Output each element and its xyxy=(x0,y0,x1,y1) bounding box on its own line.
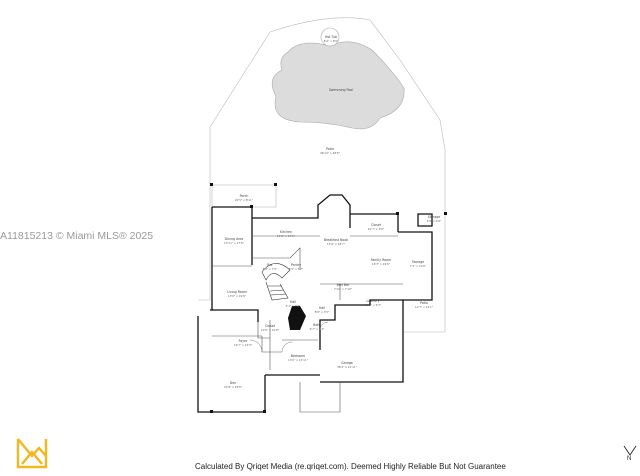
room-dim-family: 16'3" x 19'6" xyxy=(372,262,391,266)
room-dim-dining: 13'11" x 17'8" xyxy=(224,241,245,245)
room-label-den: Den xyxy=(230,381,236,385)
room-dim-patio: 48'10" x 48'8" xyxy=(320,151,341,155)
mls-watermark: A11815213 © Miami MLS® 2025 xyxy=(0,230,154,242)
room-dim-storage-right: 7'2" x 10'0" xyxy=(410,264,427,268)
staircase xyxy=(261,263,291,301)
qriqet-logo-icon xyxy=(16,438,48,469)
swimming-pool xyxy=(271,41,405,130)
room-label-pantry: Pantry xyxy=(291,263,301,267)
room-label-patio: Patio xyxy=(326,147,334,151)
footer-credit: Calculated By Qriqet Media (re.qriqet.co… xyxy=(195,462,506,471)
room-label-hall: Hall xyxy=(290,300,296,304)
room-label-storage-top: Storage xyxy=(428,215,441,219)
room-dim-living: 13'0" x 19'8" xyxy=(228,294,247,298)
room-dim-closet-top: 10'7" x 5'8" xyxy=(368,227,385,231)
room-dim-patio-right: 12'7" x 24'1" xyxy=(415,305,434,309)
room-dim-wet-bar: 7'10" x 7'10" xyxy=(334,287,353,291)
room-label-bath-small: Bath xyxy=(313,323,320,327)
room-label-storage-right: Storage xyxy=(412,260,425,264)
room-label-closet-mid: Closet xyxy=(265,324,276,328)
room-dim-hot-tub: 8'0" x 8'0" xyxy=(324,39,339,43)
room-dim-hall: 5'1" x 7'8" xyxy=(286,304,301,308)
room-label-porch: Porch xyxy=(240,194,249,198)
room-label-wet-bar: Wet Bar xyxy=(337,283,350,287)
north-label: N xyxy=(627,456,632,462)
room-dim-bath-small: 9'7" x 5'4" xyxy=(310,327,325,331)
room-label-laundry: Laundry xyxy=(367,299,380,303)
room-label-hall-small: Hall xyxy=(319,306,325,310)
room-dim-pantry: 5'5" x 5'7" xyxy=(289,267,304,271)
room-label-kitchen: Kitchen xyxy=(280,230,292,234)
room-dim-porch: 20'5" x 8'11" xyxy=(235,198,254,202)
column-feature xyxy=(288,306,306,330)
columns xyxy=(210,183,447,413)
room-dim-den: 23'8" x 18'8" xyxy=(224,385,243,389)
room-label-bar: Bar xyxy=(267,263,273,267)
room-label-living: Living Room xyxy=(227,290,247,294)
room-dim-kitchen: 17'0" x 14'5" xyxy=(277,234,296,238)
room-label-foyer: Foyer xyxy=(239,339,249,343)
room-labels: Hot Tub 8'0" x 8'0" Swimming Pool Patio … xyxy=(224,35,442,389)
room-dim-hall-small: 8'8" x 3'5" xyxy=(315,310,330,314)
room-label-family: Family Room xyxy=(371,258,391,262)
room-label-patio-right: Patio xyxy=(420,301,428,305)
north-arrow-icon xyxy=(623,445,637,456)
room-label-bedroom: Bedroom xyxy=(291,354,305,358)
room-label-dining: Dining Area xyxy=(225,237,244,241)
hot-tub xyxy=(320,27,340,47)
doors xyxy=(249,321,329,353)
room-dim-breakfast: 12'6" x 16'7" xyxy=(327,242,346,246)
room-dim-garage: 38'4" x 21'11" xyxy=(337,365,358,369)
room-dim-foyer: 19'7" x 15'0" xyxy=(234,343,253,347)
room-dim-closet-mid: 10'0" x 10'8" xyxy=(261,328,280,332)
room-dim-laundry: 11'2" x 6'3" xyxy=(365,303,382,307)
room-dim-storage-top: 4'6" x 4'6" xyxy=(427,219,442,223)
room-label-hot-tub: Hot Tub xyxy=(325,35,337,39)
house-walls xyxy=(197,194,433,413)
room-dim-bar: 8'2" x 7'5" xyxy=(263,267,278,271)
room-label-pool: Swimming Pool xyxy=(329,88,353,92)
room-label-garage: Garage xyxy=(341,361,353,365)
room-label-breakfast: Breakfast Nook xyxy=(324,238,348,242)
room-dim-bedroom: 13'0" x 13'11" xyxy=(288,358,309,362)
room-label-closet-top: Closet xyxy=(371,223,382,227)
